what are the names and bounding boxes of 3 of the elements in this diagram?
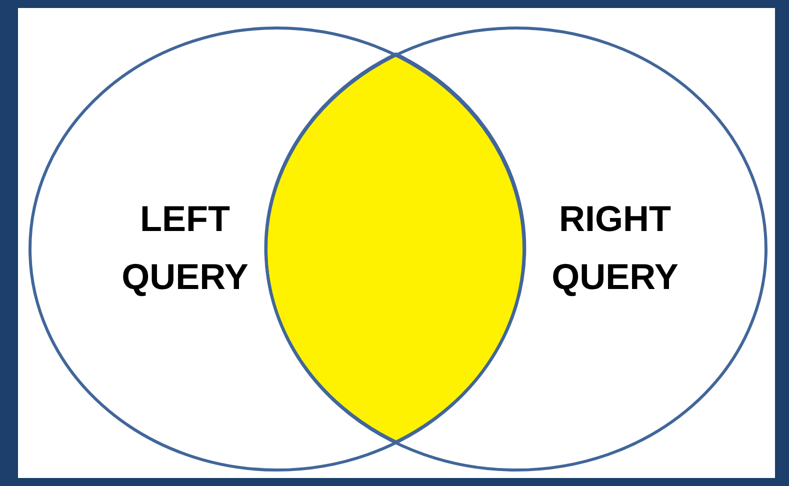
intersection-region — [264, 52, 526, 444]
circle-label: RIGHT QUERY — [550, 197, 680, 299]
circle-label: LEFT QUERY — [120, 197, 250, 299]
